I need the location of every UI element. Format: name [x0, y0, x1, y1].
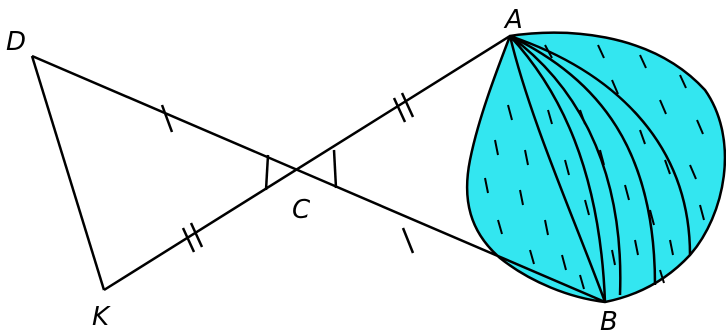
- curve-1: [508, 35, 607, 303]
- shaded-region: [465, 31, 726, 304]
- curve-3: [509, 34, 622, 296]
- angle-marks: [264, 149, 338, 191]
- segment-DK: [30, 55, 106, 291]
- curve-4: [509, 34, 657, 286]
- tick-AC-1: [392, 97, 407, 123]
- tick-CB: [401, 227, 415, 254]
- tick-marks: [160, 92, 415, 254]
- tick-AC-2: [400, 92, 415, 118]
- segment-KA: [103, 34, 511, 292]
- label-K: K: [92, 302, 111, 332]
- label-A: A: [503, 5, 523, 35]
- tick-CK-1: [181, 227, 196, 253]
- segment-DB: [31, 54, 606, 304]
- curve-2: [509, 35, 607, 303]
- label-B: B: [600, 307, 618, 334]
- label-C: C: [292, 195, 311, 225]
- tick-CK-2: [189, 222, 204, 248]
- segments: [30, 34, 606, 304]
- label-D: D: [6, 27, 26, 57]
- angle-right: [332, 149, 338, 189]
- hatch-marks: [484, 44, 705, 290]
- angle-left: [264, 154, 270, 191]
- tick-DC: [160, 104, 174, 133]
